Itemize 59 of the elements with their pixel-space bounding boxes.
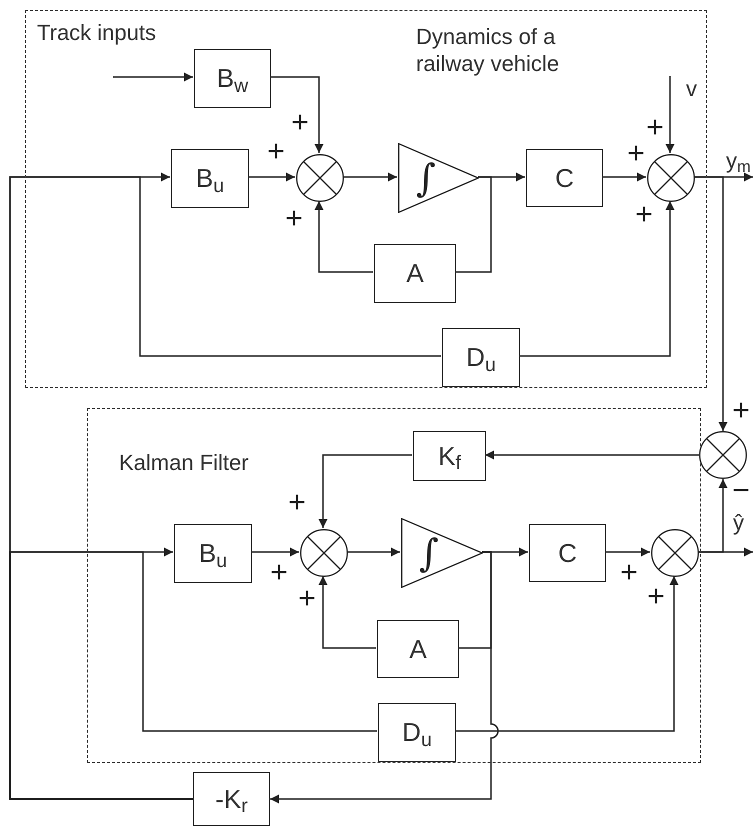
summing-junction	[296, 154, 344, 202]
signal-label: v	[686, 76, 697, 102]
signal-arrow	[519, 201, 674, 357]
sign-label: +	[732, 396, 750, 426]
summing-junction	[647, 154, 695, 202]
sign-label: +	[298, 584, 316, 614]
gain-block: A	[374, 244, 456, 303]
signal-arrow	[248, 172, 295, 182]
signal-label: ŷ	[733, 510, 744, 536]
gain-block: B$_{w}$	[194, 49, 271, 108]
subsystem-frame	[87, 408, 701, 763]
signal-arrow	[270, 551, 498, 804]
sign-label: +	[627, 139, 645, 169]
sign-label: +	[635, 200, 653, 230]
gain-block: C	[529, 524, 606, 582]
signal-label: y$_{m}$	[726, 148, 751, 174]
signal-arrow	[605, 548, 650, 556]
gain-block: -K$_{r}$	[193, 772, 270, 826]
signal-arrow	[694, 176, 728, 431]
integrator-block: ∫	[401, 518, 483, 588]
signal-arrow	[347, 548, 400, 556]
signal-arrow	[314, 201, 373, 273]
sign-label: +	[285, 204, 303, 234]
sign-label: +	[646, 113, 664, 143]
signal-line	[455, 176, 492, 273]
signal-arrow	[343, 172, 397, 182]
gain-block: D$_{u}$	[378, 703, 456, 762]
subsystem-frame	[25, 10, 707, 388]
signal-arrow	[698, 479, 728, 553]
gain-block: C	[526, 149, 603, 207]
signal-arrow	[113, 72, 193, 82]
signal-arrow	[318, 454, 412, 528]
gain-block: B$_{u}$	[174, 524, 252, 583]
frame-title: Dynamics of a railway vehicle	[416, 23, 560, 77]
gain-block: D$_{u}$	[442, 328, 520, 387]
gain-block: K$_{f}$	[413, 431, 486, 481]
sign-label: +	[291, 108, 309, 138]
summing-junction	[300, 529, 348, 577]
sign-label: +	[267, 137, 285, 167]
gain-block: A	[377, 620, 459, 678]
signal-arrow	[485, 450, 699, 460]
signal-arrow	[602, 172, 646, 182]
integrator-block: ∫	[398, 143, 479, 213]
sign-label: +	[620, 558, 638, 588]
sign-label: +	[288, 488, 306, 518]
gain-block: B$_{u}$	[171, 149, 249, 208]
sign-label: +	[647, 582, 665, 612]
sign-label: −	[732, 476, 750, 506]
signal-label: Track inputs	[37, 20, 156, 46]
signal-arrow	[318, 576, 376, 649]
signal-arrow	[270, 76, 324, 153]
signal-line	[9, 551, 377, 800]
summing-junction	[651, 529, 699, 577]
signal-arrow	[666, 76, 674, 153]
signal-arrow	[251, 548, 299, 556]
summing-junction	[699, 431, 747, 479]
frame-title: Kalman Filter	[119, 449, 250, 476]
sign-label: +	[270, 558, 288, 588]
signal-arrow	[455, 576, 678, 732]
